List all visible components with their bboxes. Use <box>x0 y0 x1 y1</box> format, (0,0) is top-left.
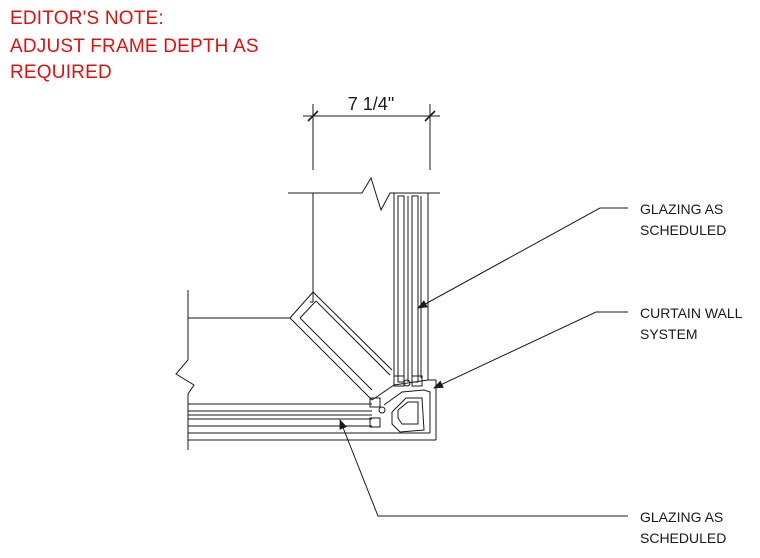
editors-note-line-3: REQUIRED <box>10 62 112 83</box>
upper-wall-section <box>288 176 440 303</box>
left-wall-section <box>175 290 290 450</box>
leader-curtain-wall <box>433 311 628 389</box>
curtain-wall-mullion <box>369 375 437 440</box>
callout-glazing-bottom-line-1: GLAZING AS <box>640 509 723 525</box>
horizontal-glazing-unit <box>188 403 436 441</box>
callout-curtain-wall-line-1: CURTAIN WALL <box>640 305 743 321</box>
leader-glazing-bottom <box>339 419 628 517</box>
dimension-line <box>303 104 440 170</box>
editors-note-line-1: EDITOR'S NOTE: <box>10 8 164 29</box>
corner-trim <box>289 291 393 401</box>
callout-curtain-wall-line-2: SYSTEM <box>640 326 698 342</box>
leader-glazing-top <box>417 207 628 309</box>
callout-glazing-top-line-1: GLAZING AS <box>640 201 723 217</box>
dimension-label: 7 1/4" <box>348 94 394 114</box>
vertical-glazing-unit <box>393 193 429 385</box>
editors-note-line-2: ADJUST FRAME DEPTH AS <box>10 36 259 57</box>
callout-glazing-bottom-line-2: SCHEDULED <box>640 530 726 546</box>
callout-glazing-top-line-2: SCHEDULED <box>640 222 726 238</box>
